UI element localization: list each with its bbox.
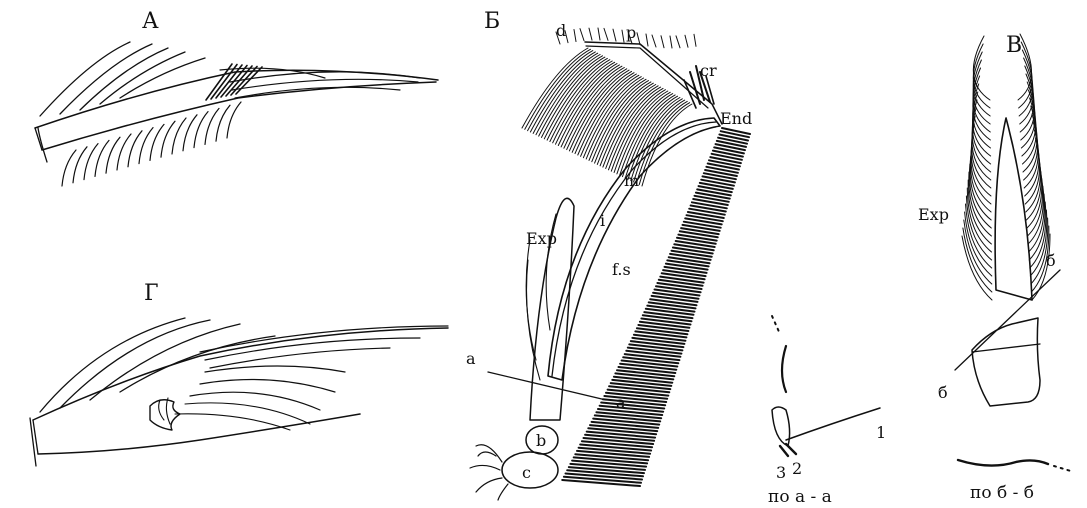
seta-stroke bbox=[194, 112, 208, 148]
label-2: 2 bbox=[792, 459, 802, 478]
seta-stroke bbox=[646, 34, 648, 46]
seta-stroke bbox=[95, 140, 109, 176]
seta-stroke bbox=[622, 30, 624, 42]
seta-stroke bbox=[968, 180, 991, 244]
label-cr: cr bbox=[700, 61, 717, 80]
seta-stroke bbox=[580, 29, 584, 41]
seta-stroke bbox=[216, 105, 230, 141]
label-exp-v: Exp bbox=[918, 205, 949, 224]
seta-stroke bbox=[670, 36, 672, 48]
label-a-left: a bbox=[466, 349, 476, 368]
panel-g: Г bbox=[30, 281, 448, 466]
seta-stroke bbox=[661, 36, 664, 48]
exopodite-plumose-setae bbox=[962, 34, 1050, 300]
seta-stroke bbox=[574, 30, 576, 42]
seta-stroke bbox=[73, 147, 87, 183]
label-b: b bbox=[536, 431, 546, 450]
panel-v-drawing bbox=[955, 34, 1060, 406]
seta-stroke bbox=[227, 102, 241, 138]
label-c: c bbox=[522, 463, 531, 482]
section-aa: 1 2 3 по а - а bbox=[768, 316, 886, 507]
endopodite-setal-fan bbox=[562, 128, 750, 486]
seta-stroke bbox=[150, 124, 164, 160]
seta-stroke bbox=[685, 35, 688, 47]
seta-stroke bbox=[613, 29, 616, 41]
label-b-bottom: б bbox=[938, 383, 948, 402]
section-aa-caption: по а - а bbox=[768, 487, 832, 507]
label-a-right: a bbox=[616, 393, 626, 412]
panel-a-title: А bbox=[142, 9, 159, 34]
panel-b: Б bbox=[466, 9, 752, 500]
panel-g-drawing bbox=[30, 318, 448, 466]
seta-stroke bbox=[172, 118, 186, 154]
panel-a-drawing bbox=[35, 42, 438, 186]
panel-g-title: Г bbox=[144, 281, 159, 306]
seta-stroke bbox=[139, 128, 153, 164]
label-m: m bbox=[624, 171, 639, 190]
seta-stroke bbox=[62, 150, 76, 186]
seta-stroke bbox=[694, 34, 696, 46]
panel-v-title: В bbox=[1006, 33, 1022, 58]
label-b-top: б bbox=[1046, 251, 1056, 270]
panel-v: В Exp б б bbox=[918, 33, 1060, 406]
seta-stroke bbox=[598, 28, 600, 40]
comb-setae-a bbox=[62, 64, 262, 186]
seta-stroke bbox=[161, 121, 175, 157]
label-i: i bbox=[600, 211, 605, 230]
section-bb-caption: по б - б bbox=[970, 483, 1034, 503]
label-1: 1 bbox=[876, 423, 886, 442]
panel-a: А bbox=[35, 9, 438, 186]
label-end: End bbox=[720, 109, 752, 128]
seta-stroke bbox=[117, 134, 131, 170]
distal-setae bbox=[522, 28, 696, 186]
seta-stroke bbox=[676, 36, 680, 48]
label-p: p bbox=[626, 23, 636, 42]
seta-stroke bbox=[128, 131, 142, 167]
seta-stroke bbox=[652, 35, 656, 47]
seta-stroke bbox=[604, 28, 608, 40]
section-bb: по б - б bbox=[958, 460, 1074, 503]
seta-stroke bbox=[106, 137, 120, 173]
label-3: 3 bbox=[776, 463, 786, 482]
label-fs: f.s bbox=[612, 260, 631, 279]
seta-stroke bbox=[205, 108, 219, 144]
seta-stroke bbox=[183, 115, 197, 151]
label-d: d bbox=[556, 21, 566, 40]
seta-stroke bbox=[639, 103, 689, 185]
seta-stroke bbox=[589, 28, 592, 40]
label-exp-b: Exp bbox=[526, 229, 557, 248]
seta-stroke bbox=[84, 144, 98, 180]
panel-b-title: Б bbox=[484, 9, 500, 34]
seta-stroke bbox=[637, 33, 640, 45]
